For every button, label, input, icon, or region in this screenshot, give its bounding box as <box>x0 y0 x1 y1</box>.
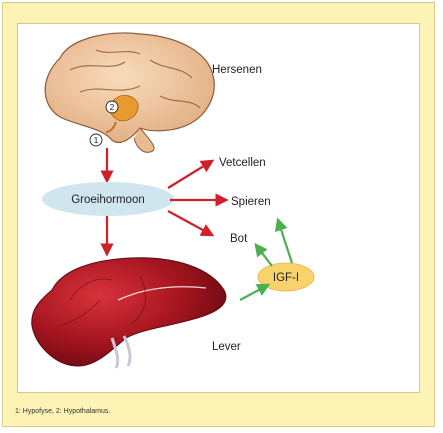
marker-hypothalamus: 2 <box>105 100 119 114</box>
liver-illustration <box>31 257 227 369</box>
muscle-label: Spieren <box>231 196 271 208</box>
growth-hormone-label: Groeihormoon <box>71 194 145 206</box>
svg-text:1: 1 <box>94 135 99 145</box>
arrow-to-bone <box>167 210 215 237</box>
liver-label: Lever <box>212 341 241 353</box>
growth-hormone-node: Groeihormoon <box>42 182 174 216</box>
igf-label: IGF-I <box>273 272 299 284</box>
footnote: 1: Hypofyse, 2: Hypothalamus. <box>15 408 111 415</box>
arrow-to-fat <box>167 159 215 189</box>
arrow-liver-to-igf <box>239 283 271 301</box>
igf-node: IGF-I <box>257 262 315 292</box>
fat-cells-label: Vetcellen <box>219 157 266 169</box>
bone-label: Bot <box>230 233 248 245</box>
brain-label: Hersenen <box>212 64 262 76</box>
brain-illustration <box>44 32 215 153</box>
arrow-igf-to-bone <box>254 242 273 267</box>
svg-text:2: 2 <box>110 102 115 112</box>
marker-pituitary: 1 <box>89 133 103 147</box>
arrow-igf-to-muscle <box>274 217 294 264</box>
